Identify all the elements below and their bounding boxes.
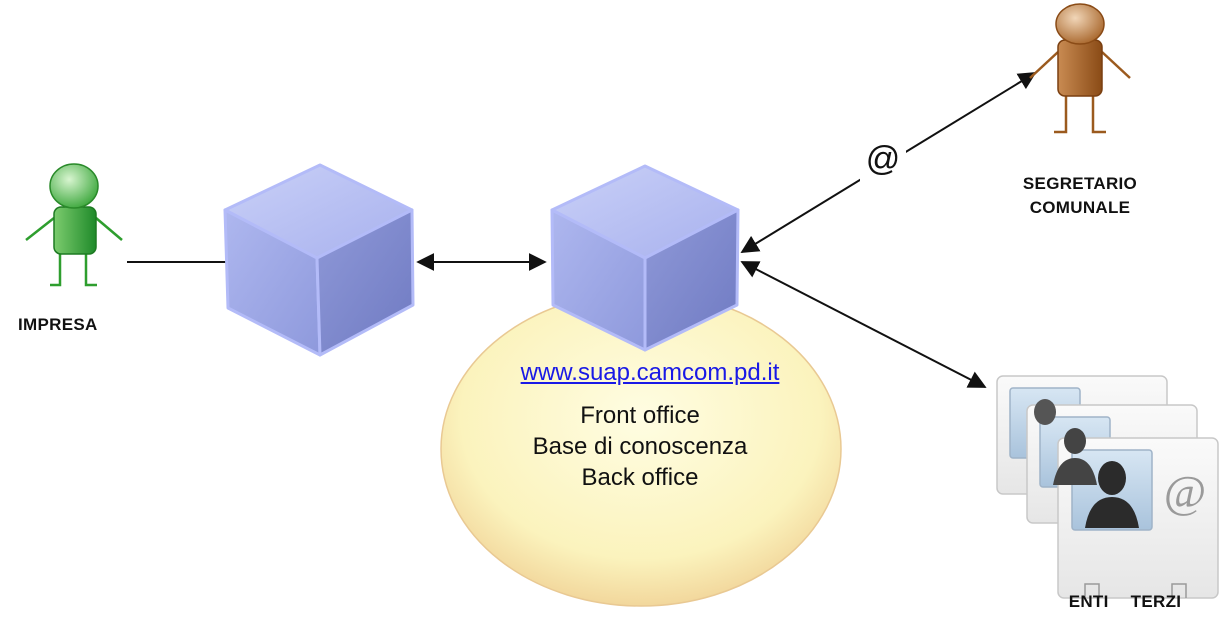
front-office-text: Front office <box>580 402 700 429</box>
segretario-person-icon <box>1029 3 1131 134</box>
svg-text:@: @ <box>1164 466 1206 517</box>
hub-to-enti-arrow <box>740 261 987 388</box>
enti-terzi-label: ENTI TERZI <box>1068 592 1182 611</box>
contact-card: @ <box>1057 437 1219 599</box>
email-symbol: @ <box>865 140 901 178</box>
segretario-label: SEGRETARIO COMUNALE <box>1022 174 1138 217</box>
suap-website-link[interactable]: www.suap.camcom.pd.it <box>520 359 780 386</box>
knowledge-base-text: Base di conoscenza <box>532 433 748 460</box>
suap-server-cube <box>550 164 740 352</box>
hub-description: Front office Base di conoscenza Back off… <box>440 400 840 493</box>
impresa-label: IMPRESA <box>18 315 98 334</box>
back-office-text: Back office <box>581 464 699 491</box>
impresa-person-icon <box>25 163 123 287</box>
enti-contact-cards-icon: @ @ <box>996 375 1219 599</box>
portal-cube <box>223 163 415 357</box>
